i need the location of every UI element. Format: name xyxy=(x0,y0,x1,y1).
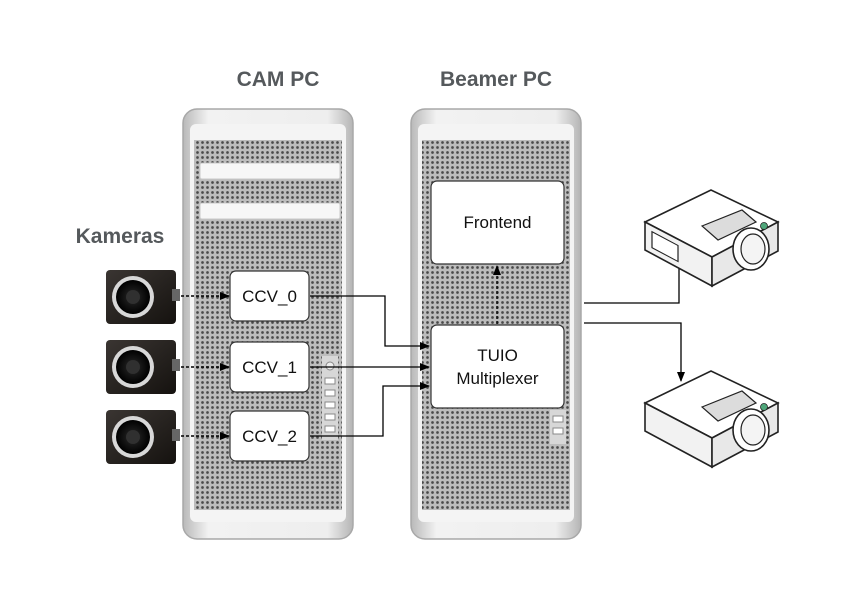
cameras-heading: Kameras xyxy=(76,225,165,248)
tuio-label-line1: TUIO xyxy=(477,346,518,365)
ccv-2-to-tuio-arrow xyxy=(310,382,430,437)
projector-icon xyxy=(643,370,780,469)
camera-icon xyxy=(106,340,180,394)
cam-pc-tower-icon xyxy=(182,108,354,540)
ccv-2-label: CCV_2 xyxy=(242,427,297,446)
ccv-0-box: CCV_0 xyxy=(229,270,310,322)
projector-icon xyxy=(643,189,780,288)
frontend-box: Frontend xyxy=(430,180,565,265)
camera-icon xyxy=(106,270,180,324)
tuio-label-line2: Multiplexer xyxy=(456,369,539,388)
tuio-multiplexer-box: TUIO Multiplexer xyxy=(430,324,565,409)
ccv-2-box: CCV_2 xyxy=(229,410,310,462)
ccv-0-label: CCV_0 xyxy=(242,287,297,306)
beamer-pc-tower-icon xyxy=(410,108,582,540)
pc-to-projector-bottom-arrow xyxy=(584,322,685,382)
cam-pc-heading: CAM PC xyxy=(237,68,320,91)
beamer-pc-heading: Beamer PC xyxy=(440,68,552,91)
ccv-0-to-tuio-arrow xyxy=(310,295,430,350)
ccv-1-box: CCV_1 xyxy=(229,341,310,393)
ccv-1-label: CCV_1 xyxy=(242,358,297,377)
frontend-label: Frontend xyxy=(463,213,531,232)
camera-icon xyxy=(106,410,180,464)
